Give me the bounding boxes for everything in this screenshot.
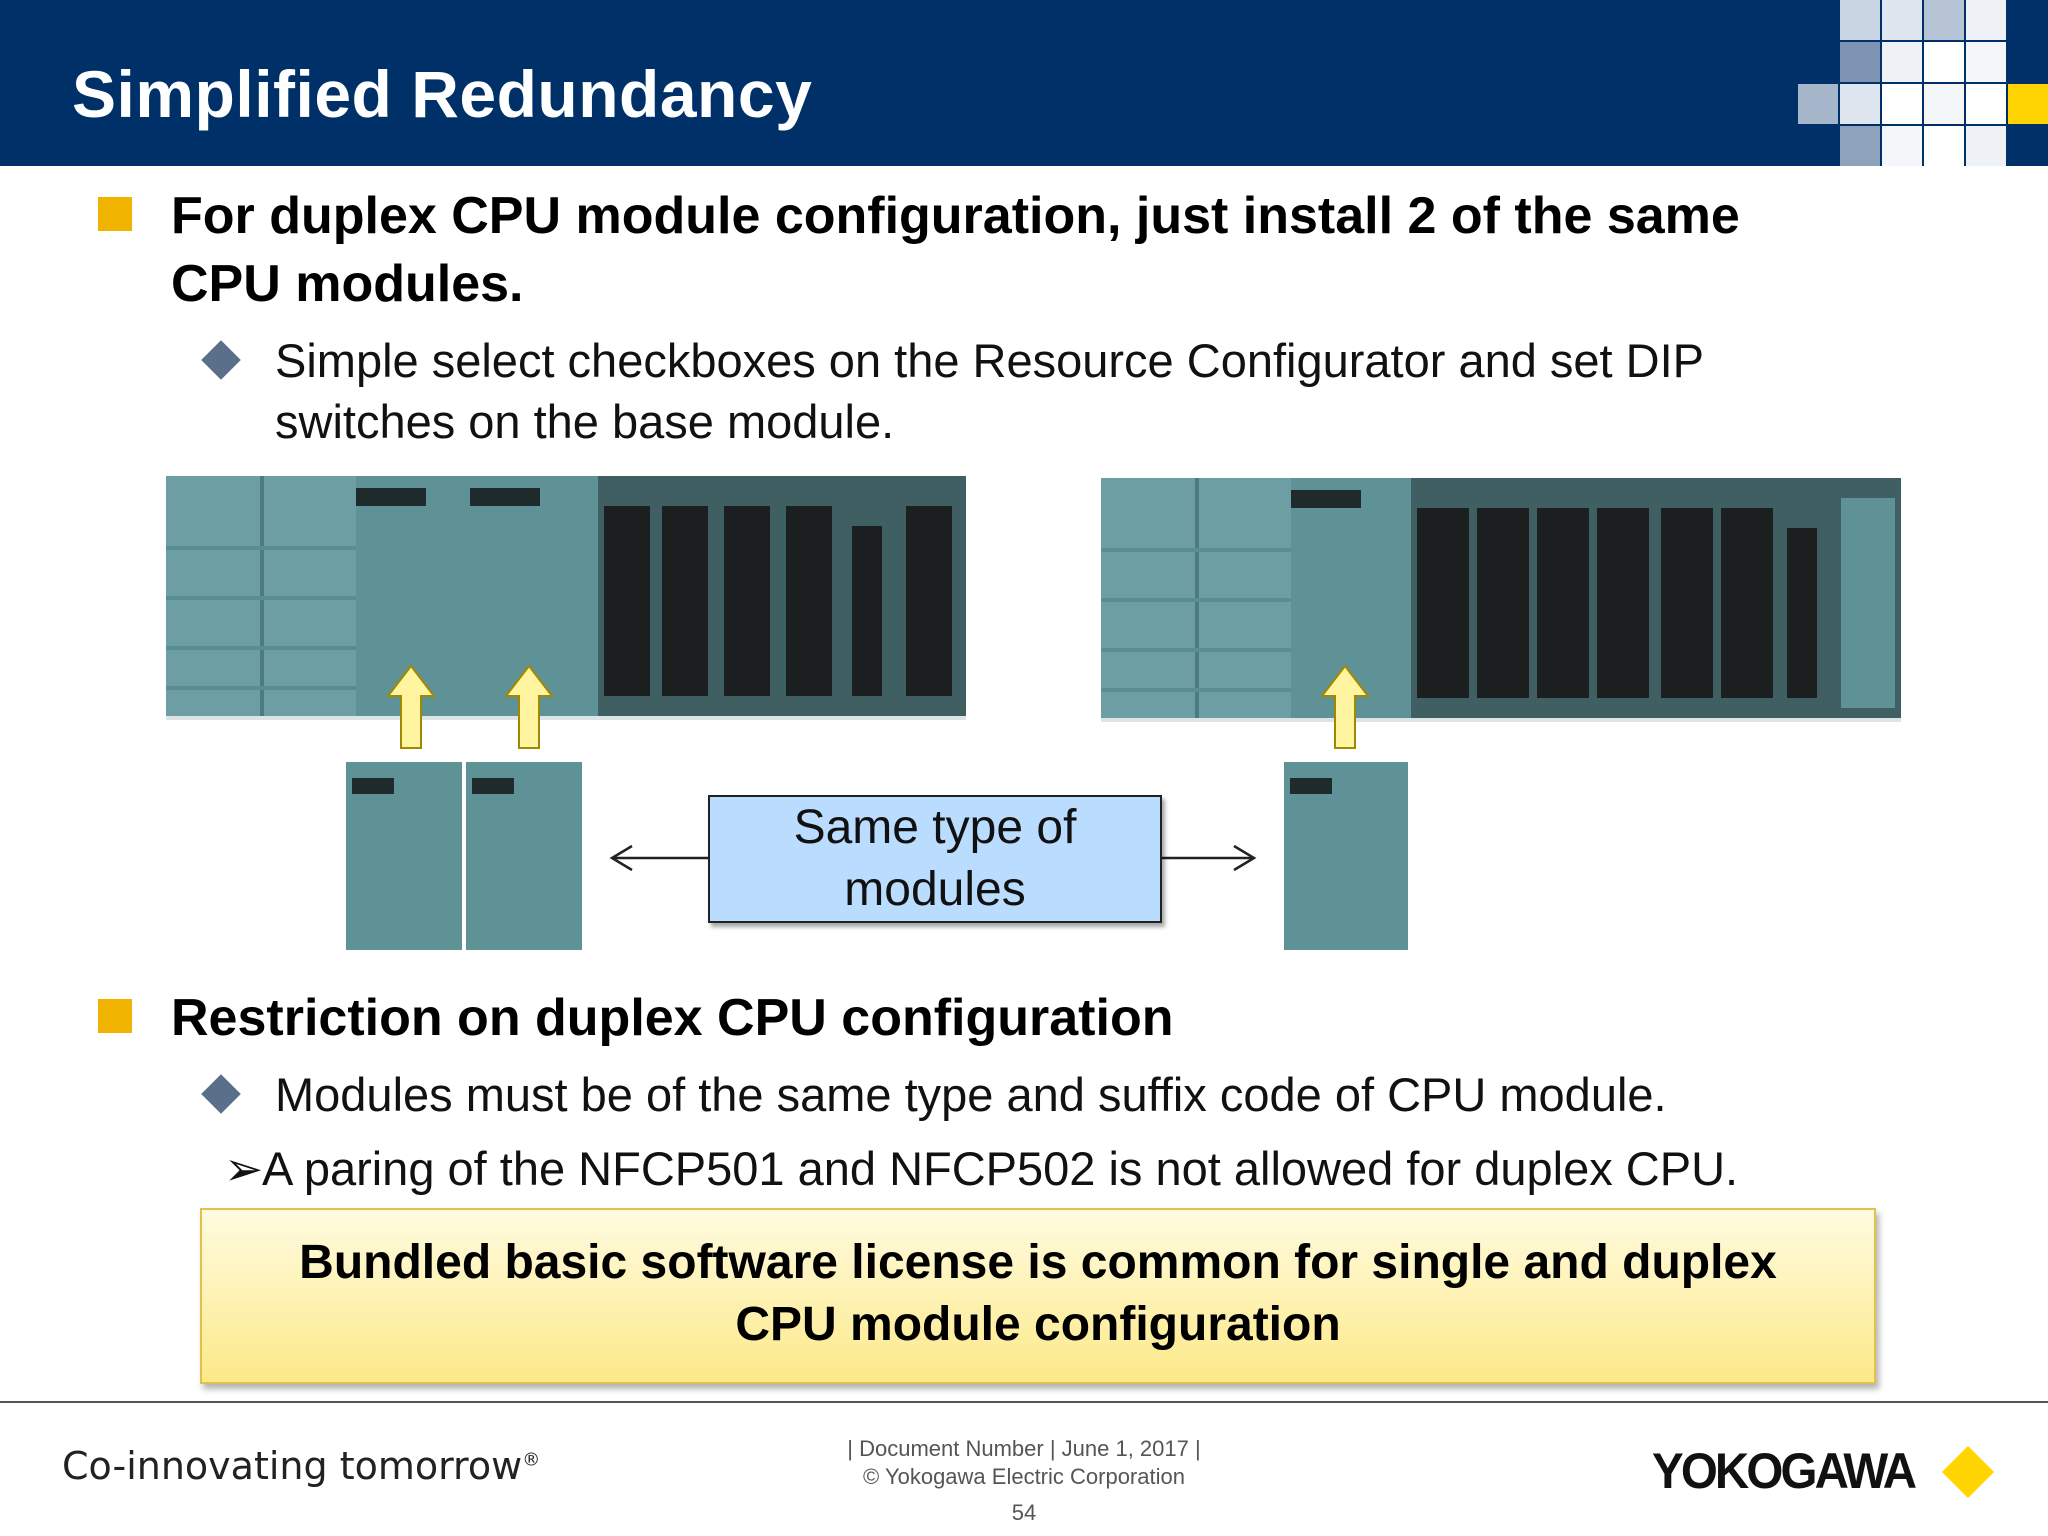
page-number: 54	[1011, 1500, 1037, 1525]
bullet-2-text: Restriction on duplex CPU configuration	[171, 989, 1174, 1047]
sub-bullet-2-text: Modules must be of the same type and suf…	[275, 1068, 1667, 1121]
diamond-bullet-icon	[201, 1074, 241, 1114]
yokogawa-diamond-icon	[1942, 1446, 1994, 1498]
cpu-module-pair-image	[346, 762, 582, 950]
decorative-tiles	[1798, 0, 2048, 166]
up-arrow-icon	[1320, 664, 1370, 749]
sub-bullet-3-text: A paring of the NFCP501 and NFCP502 is n…	[262, 1142, 1739, 1195]
single-cpu-rack-image	[1101, 478, 1901, 722]
duplex-cpu-rack-image	[166, 476, 966, 720]
note-line1: Bundled basic software license is common…	[299, 1236, 1777, 1289]
square-bullet-icon	[98, 999, 132, 1033]
cpu-module-image	[1284, 762, 1408, 950]
bullet-1-line1: For duplex CPU module configuration, jus…	[171, 187, 1740, 245]
yokogawa-logo: YOKOGAWA	[1652, 1443, 1917, 1499]
slogan: Co-innovating tomorrow®	[62, 1444, 540, 1488]
arrow-bullet-icon: ➢	[224, 1142, 264, 1195]
double-arrow-icon	[609, 844, 1257, 872]
sub-bullet-1-text: Simple select checkboxes on the Resource…	[275, 330, 1704, 452]
registered-mark: ®	[522, 1449, 541, 1471]
square-bullet-icon	[98, 197, 132, 231]
footer-divider	[0, 1401, 2048, 1403]
diamond-bullet-icon	[201, 340, 241, 380]
up-arrow-icon	[504, 664, 554, 749]
document-number-line: | Document Number | June 1, 2017 |	[847, 1436, 1201, 1461]
slide-title: Simplified Redundancy	[72, 57, 813, 131]
callout-line1: Same type of	[793, 801, 1077, 854]
license-note-box: Bundled basic software license is common…	[200, 1208, 1876, 1384]
bullet-1-text: For duplex CPU module configuration, jus…	[171, 182, 1740, 318]
callout-line2: modules	[844, 863, 1026, 916]
note-line2: CPU module configuration	[735, 1298, 1341, 1351]
same-type-callout: Same type of modules	[708, 795, 1162, 923]
copyright-line: © Yokogawa Electric Corporation	[863, 1464, 1185, 1489]
bullet-1-line2: CPU modules.	[171, 255, 524, 313]
sub-bullet-1-line2: switches on the base module.	[275, 395, 895, 448]
slogan-text: Co-innovating tomorrow	[62, 1444, 523, 1488]
title-bar	[0, 0, 2048, 166]
up-arrow-icon	[386, 664, 436, 749]
sub-bullet-1-line1: Simple select checkboxes on the Resource…	[275, 334, 1705, 387]
